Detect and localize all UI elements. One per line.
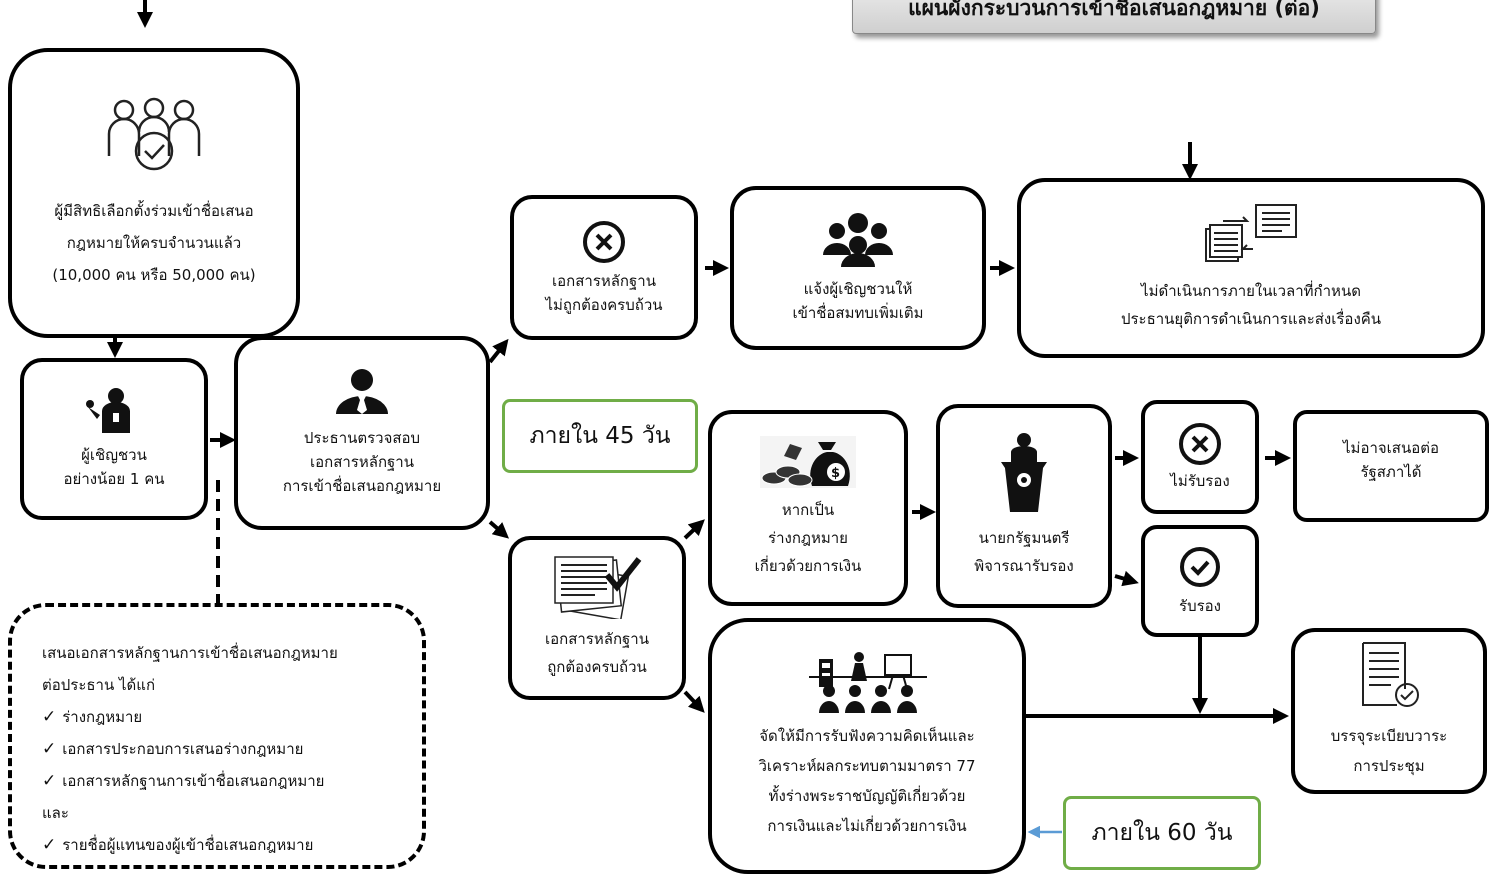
check-mark-icon: ✓ (42, 771, 57, 791)
money-bill-line-1: หากเป็น (781, 501, 835, 519)
voters-line-3: (10,000 คน หรือ 50,000 คน) (52, 265, 256, 284)
agenda-line-2: การประชุม (1353, 757, 1425, 775)
submission-conjunction: และ (42, 804, 69, 822)
x-circle-icon (583, 220, 625, 263)
not-done-node: ไม่ดำเนินการภายในเวลาที่กำหนด ประธานยุติ… (1017, 178, 1485, 358)
podium-icon (1001, 433, 1047, 512)
money-bill-line-2: ร่างกฎหมาย (768, 529, 848, 547)
group-check-icon (107, 97, 201, 170)
not-certified-node: ไม่รับรอง (1141, 400, 1259, 514)
check-mark-icon: ✓ (42, 835, 57, 855)
submission-item: ✓ ร่างกฎหมาย (42, 701, 402, 733)
submission-documents-box: เสนอเอกสารหลักฐานการเข้าชื่อเสนอกฎหมาย ต… (8, 603, 426, 869)
submission-item: ✓ รายชื่อผู้แทนของผู้เข้าชื่อเสนอกฎหมาย (42, 829, 402, 861)
not-done-line-1: ไม่ดำเนินการภายในเวลาที่กำหนด (1141, 282, 1361, 300)
cannot-propose-line-2: รัฐสภาได้ (1360, 463, 1422, 481)
speaker-icon (86, 388, 130, 433)
cannot-propose-line-1: ไม่อาจเสนอต่อ (1343, 439, 1439, 457)
submission-item-label: ร่างกฎหมาย (62, 708, 143, 726)
money-bill-node: $ หากเป็น ร่างกฎหมาย เกี่ยวด้วยการเงิน (708, 410, 908, 606)
docs-complete-line-1: เอกสารหลักฐาน (545, 630, 649, 648)
hearing-line-4: การเงินและไม่เกี่ยวด้วยการเงิน (767, 817, 967, 835)
checklist-icon (1362, 642, 1419, 707)
agenda-node: บรรจุระเบียบวาระ การประชุม (1291, 628, 1487, 794)
document-transfer-icon (1205, 204, 1297, 262)
president-check-line-1: ประธานตรวจสอบ (303, 429, 421, 447)
pm-line-1: นายกรัฐมนตรี (978, 529, 1070, 547)
meeting-icon (809, 652, 927, 713)
submission-item-label: เอกสารหลักฐานการเข้าชื่อเสนอกฎหมาย (62, 772, 325, 790)
voters-node: ผู้มีสิทธิเลือกตั้งร่วมเข้าชื่อเสนอ กฎหม… (8, 48, 300, 338)
hearing-line-3: ทั้งร่างพระราชบัญญัติเกี่ยวด้วย (768, 787, 966, 805)
submission-intro-line-2: ต่อประธาน ได้แก่ (42, 676, 156, 694)
x-circle-icon (1179, 423, 1221, 465)
submission-item: ✓ เอกสารประกอบการเสนอร่างกฎหมาย (42, 733, 402, 765)
diagram-title: แผนผังกระบวนการเข้าชื่อเสนอกฎหมาย (ต่อ) (852, 0, 1376, 34)
president-check-node: ประธานตรวจสอบ เอกสารหลักฐาน การเข้าชื่อเ… (234, 336, 490, 530)
docs-incomplete-node: เอกสารหลักฐาน ไม่ถูกต้องครบถ้วน (510, 195, 698, 340)
inviter-line-1: ผู้เชิญชวน (81, 446, 147, 464)
check-mark-icon: ✓ (42, 739, 57, 759)
group-icon (823, 213, 893, 267)
money-bill-line-3: เกี่ยวด้วยการเงิน (754, 557, 862, 575)
inviter-node: ผู้เชิญชวน อย่างน้อย 1 คน (20, 358, 208, 520)
inviter-line-2: อย่างน้อย 1 คน (63, 470, 165, 488)
svg-text:$: $ (831, 466, 840, 481)
submission-item-label: เอกสารประกอบการเสนอร่างกฎหมาย (62, 740, 304, 758)
not-certified-label: ไม่รับรอง (1170, 472, 1230, 490)
cannot-propose-node: ไม่อาจเสนอต่อ รัฐสภาได้ (1293, 410, 1489, 522)
pm-line-2: พิจารณารับรอง (974, 557, 1074, 575)
not-done-line-2: ประธานยุติการดำเนินการและส่งเรื่องคืน (1120, 310, 1382, 328)
official-icon (336, 369, 388, 414)
agenda-line-1: บรรจุระเบียบวาระ (1330, 727, 1448, 745)
president-check-line-3: การเข้าชื่อเสนอกฎหมาย (282, 477, 442, 495)
submission-intro-line-1: เสนอเอกสารหลักฐานการเข้าชื่อเสนอกฎหมาย (42, 644, 338, 662)
check-circle-icon (1180, 547, 1220, 587)
notify-line-1: แจ้งผู้เชิญชวนให้ (803, 280, 913, 298)
notify-node: แจ้งผู้เชิญชวนให้ เข้าชื่อสมทบเพิ่มเติม (730, 186, 986, 350)
president-check-line-2: เอกสารหลักฐาน (310, 453, 414, 471)
money-bag-icon: $ (760, 436, 856, 488)
notify-line-2: เข้าชื่อสมทบเพิ่มเติม (792, 304, 924, 322)
docs-complete-line-2: ถูกต้องครบถ้วน (547, 658, 647, 676)
hearing-line-1: จัดให้มีการรับฟังความคิดเห็นและ (759, 727, 975, 745)
check-mark-icon: ✓ (42, 707, 57, 727)
documents-check-icon (554, 556, 642, 619)
submission-item-label: รายชื่อผู้แทนของผู้เข้าชื่อเสนอกฎหมาย (62, 836, 314, 854)
voters-line-2: กฎหมายให้ครบจำนวนแล้ว (66, 233, 242, 252)
docs-complete-node: เอกสารหลักฐาน ถูกต้องครบถ้วน (508, 536, 686, 700)
deadline-45-days: ภายใน 45 วัน (502, 399, 698, 473)
submission-item: ✓ เอกสารหลักฐานการเข้าชื่อเสนอกฎหมาย (42, 765, 402, 797)
hearing-line-2: วิเคราะห์ผลกระทบตามมาตรา 77 (758, 757, 976, 775)
certified-label: รับรอง (1179, 597, 1221, 615)
certified-node: รับรอง (1141, 525, 1259, 637)
hearing-node: จัดให้มีการรับฟังความคิดเห็นและ วิเคราะห… (708, 618, 1026, 874)
docs-incomplete-line-2: ไม่ถูกต้องครบถ้วน (545, 295, 663, 314)
voters-line-1: ผู้มีสิทธิเลือกตั้งร่วมเข้าชื่อเสนอ (54, 201, 254, 220)
docs-incomplete-line-1: เอกสารหลักฐาน (552, 271, 656, 290)
deadline-60-days: ภายใน 60 วัน (1063, 796, 1261, 870)
pm-node: นายกรัฐมนตรี พิจารณารับรอง (936, 404, 1112, 608)
